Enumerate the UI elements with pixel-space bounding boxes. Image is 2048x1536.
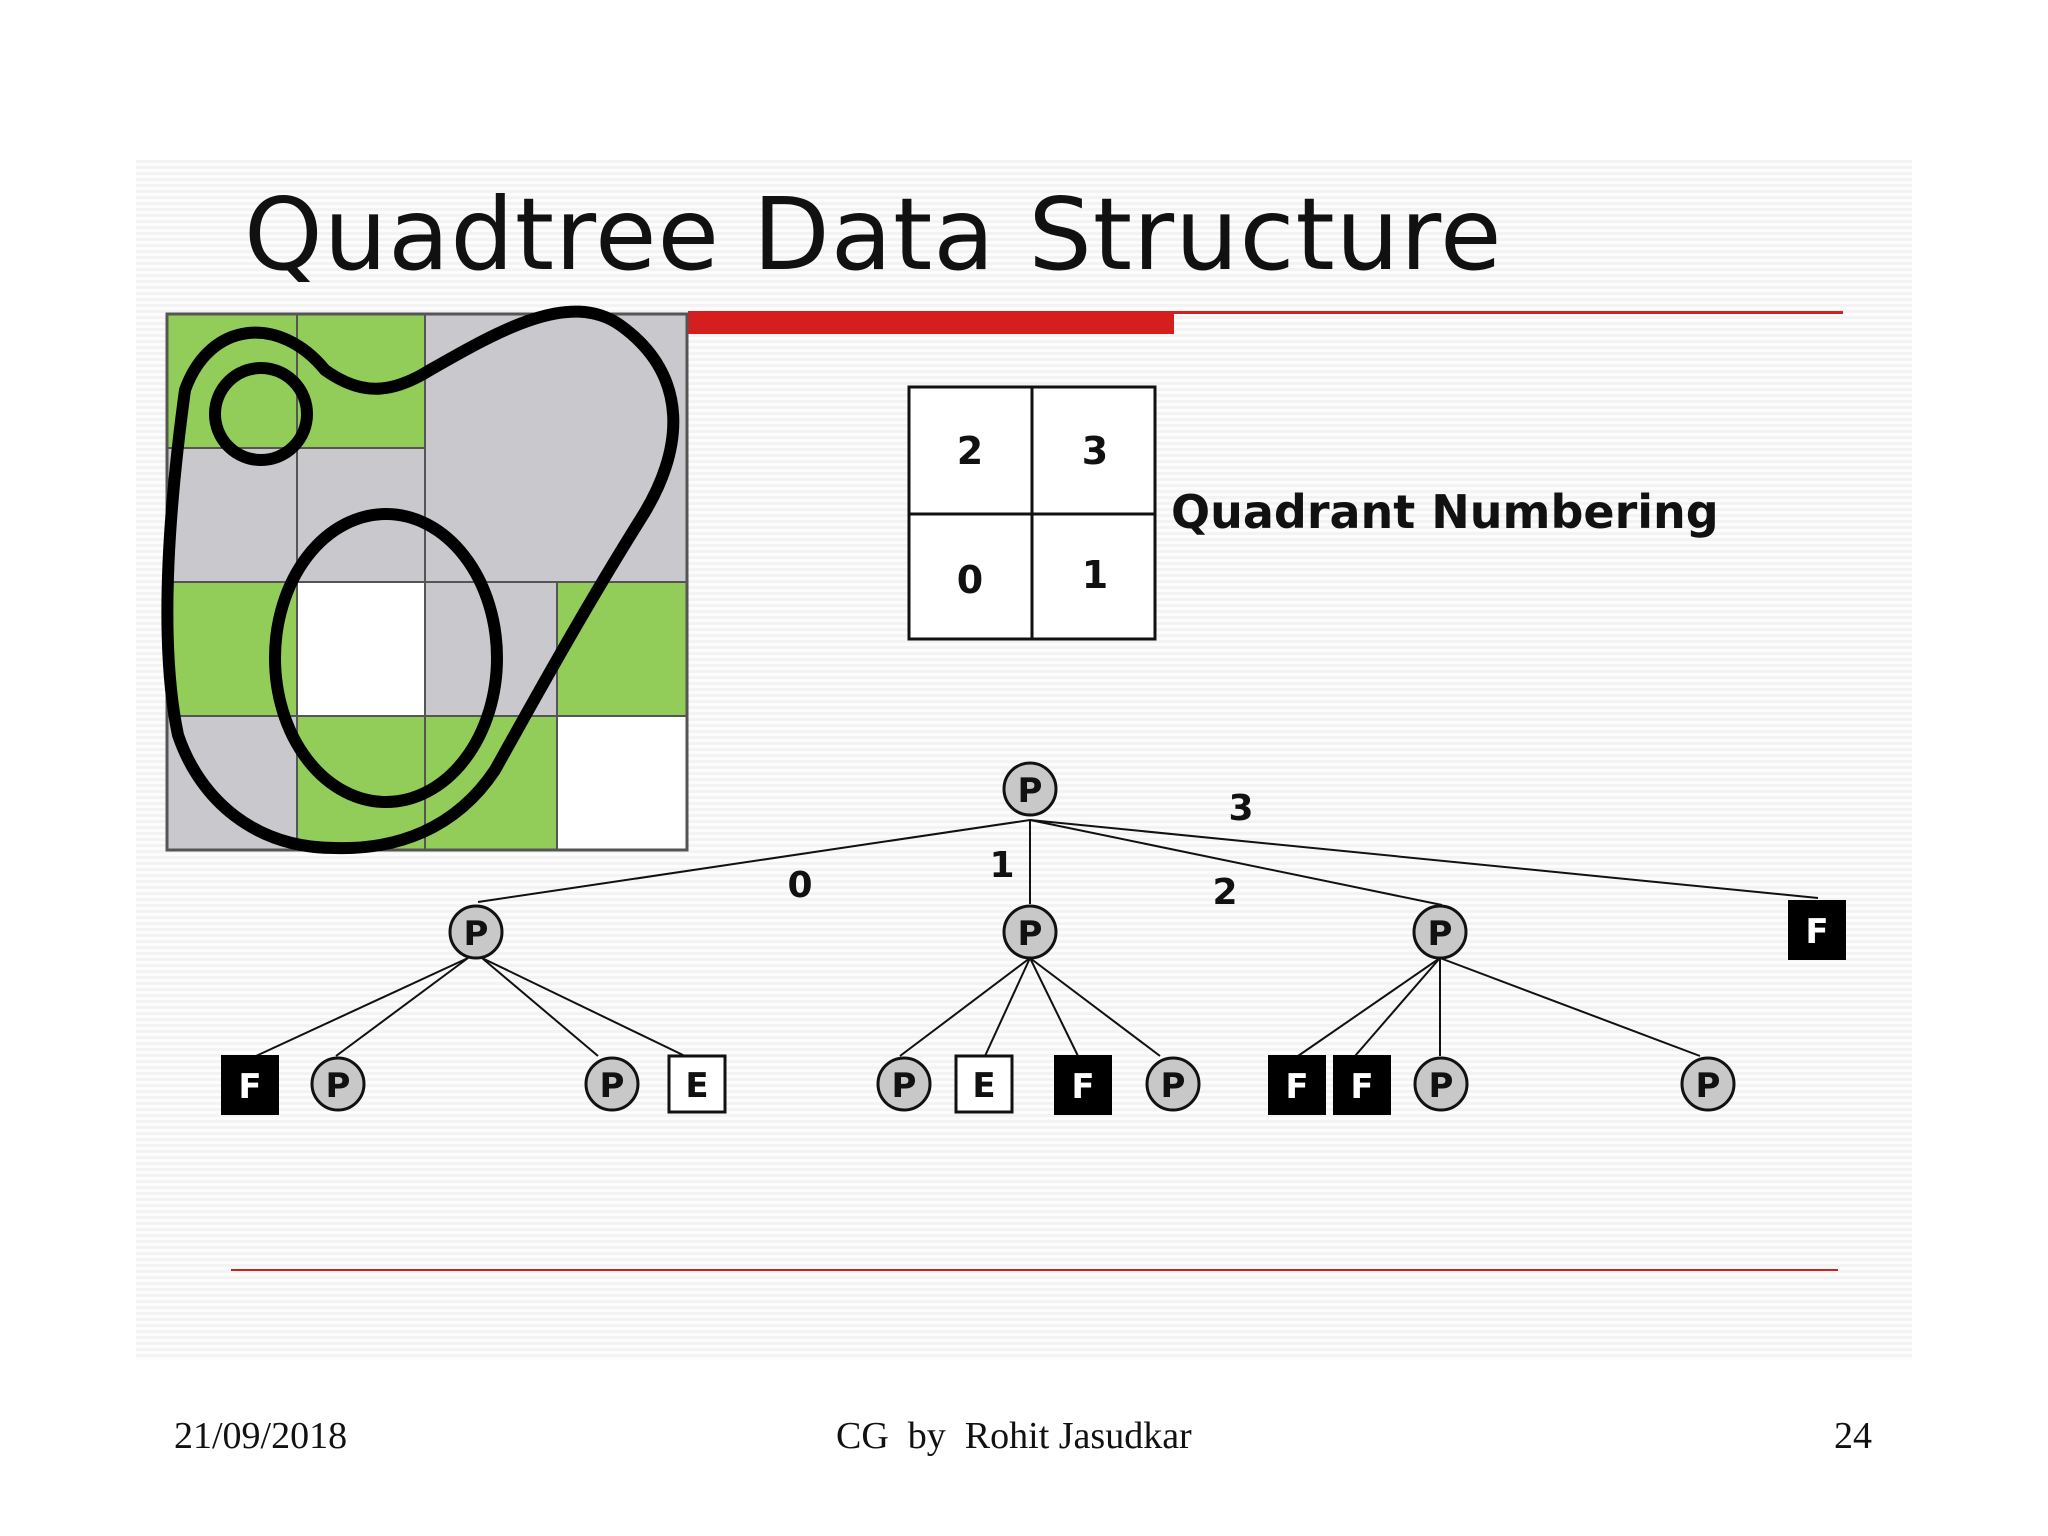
slide-title: Quadtree Data Structure — [244, 176, 1503, 293]
tree-node-partial: P — [1680, 1056, 1736, 1112]
quadrant-label-bottom-left: 0 — [957, 558, 983, 602]
region-curve-shapes — [161, 305, 680, 855]
quadrant-label-top-left: 2 — [957, 429, 983, 473]
node-label: P — [1428, 914, 1453, 954]
tree-node-partial: P — [310, 1056, 366, 1112]
edge-label: 0 — [787, 865, 812, 906]
edge-label: 1 — [989, 845, 1014, 886]
tree-edge — [1029, 957, 1079, 1057]
tree-node-empty: E — [954, 1054, 1014, 1114]
quadrant-label-bottom-right: 1 — [1082, 553, 1108, 597]
tree-edge — [481, 957, 599, 1057]
tree-node-full: F — [1333, 1055, 1391, 1115]
tree-edge — [255, 957, 469, 1057]
node-label: P — [1018, 771, 1043, 811]
tree-edge — [1029, 957, 1161, 1057]
node-label: P — [1161, 1066, 1186, 1106]
tree-node-partial: P — [584, 1056, 640, 1112]
bottom-rule — [231, 1269, 1838, 1271]
tree-node-partial: P — [1412, 904, 1468, 960]
region-cell-green — [557, 582, 687, 716]
edge-label: 3 — [1228, 788, 1253, 829]
node-label: P — [1429, 1066, 1454, 1106]
tree-root-node: P — [1002, 761, 1058, 817]
tree-node-full: F — [221, 1055, 279, 1115]
tree-node-full: F — [1268, 1055, 1326, 1115]
tree-edge — [1354, 957, 1441, 1057]
title-rule-thick — [688, 312, 1174, 334]
node-label: E — [685, 1066, 708, 1106]
tree-edge — [335, 957, 469, 1057]
node-label: P — [464, 914, 489, 954]
tree-edge — [1029, 819, 1819, 899]
node-label: P — [1696, 1066, 1721, 1106]
node-label: F — [1285, 1067, 1308, 1107]
node-label: F — [1805, 912, 1828, 952]
tree-node-full: F — [1788, 900, 1846, 960]
tree-edge — [1029, 819, 1443, 906]
tree-node-partial: P — [1002, 904, 1058, 960]
region-cell-white — [297, 582, 425, 716]
tree-node-partial: P — [448, 904, 504, 960]
tree-node-partial: P — [1145, 1056, 1201, 1112]
tree-node-partial: P — [876, 1056, 932, 1112]
title-rule-thin — [688, 311, 1843, 314]
node-label: F — [1071, 1067, 1094, 1107]
node-label: E — [972, 1066, 995, 1106]
node-label: P — [1018, 914, 1043, 954]
quadrant-numbering-box: 2 3 0 1 — [907, 385, 1157, 641]
footer-page-number: 24 — [1834, 1415, 1872, 1457]
node-label: F — [238, 1067, 261, 1107]
region-cell-white — [557, 716, 687, 850]
tree-edge — [899, 957, 1031, 1057]
tree-edge — [477, 819, 1031, 903]
node-label: P — [892, 1066, 917, 1106]
tree-edges — [255, 819, 1819, 1057]
quadrant-numbering-caption: Quadrant Numbering — [1171, 485, 1719, 539]
quadtree-region-grid — [161, 305, 689, 855]
tree-node-empty: E — [667, 1054, 727, 1114]
tree-edge — [984, 957, 1031, 1057]
tree-edge — [1439, 957, 1701, 1057]
edge-label: 2 — [1212, 872, 1237, 913]
footer-author: CG by Rohit Jasudkar — [836, 1415, 1192, 1457]
tree-edge — [481, 957, 686, 1057]
node-label: F — [1350, 1067, 1373, 1107]
quadrant-label-top-right: 3 — [1082, 429, 1108, 473]
region-cell-green — [297, 716, 425, 850]
node-label: P — [326, 1066, 351, 1106]
tree-node-partial: P — [1413, 1056, 1469, 1112]
node-label: P — [600, 1066, 625, 1106]
footer-date: 21/09/2018 — [174, 1415, 348, 1457]
tree-edge — [1297, 957, 1441, 1057]
tree-node-full: F — [1054, 1055, 1112, 1115]
